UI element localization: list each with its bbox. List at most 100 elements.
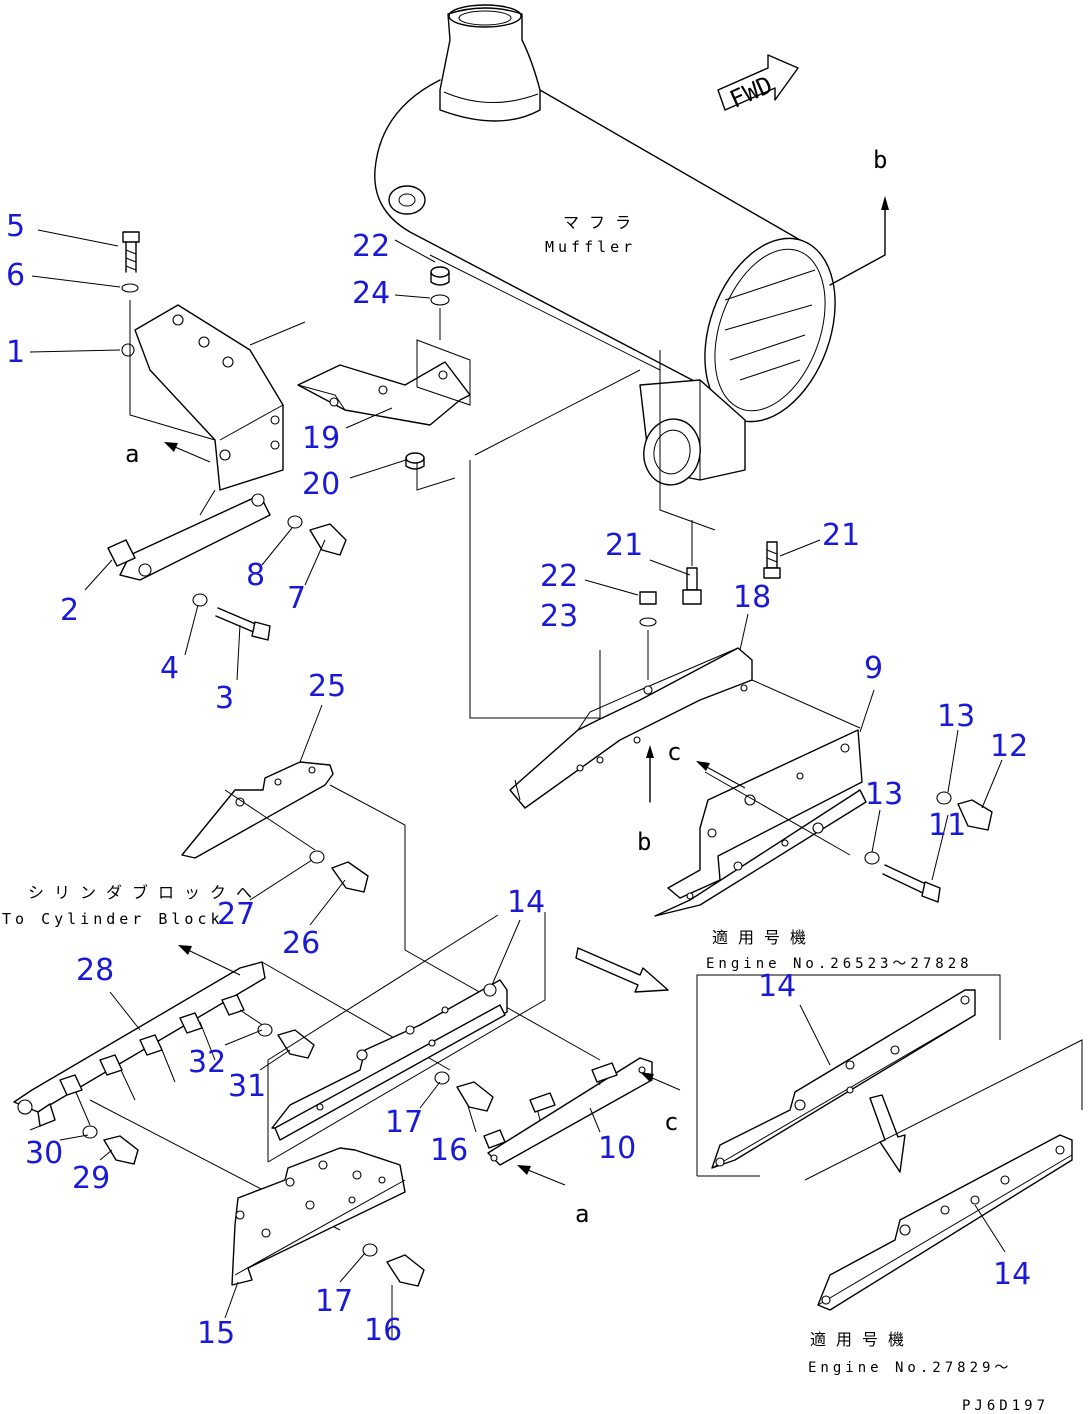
callout-13-lower: 13: [865, 777, 903, 812]
view-arrow-c-upper: [696, 761, 746, 789]
washer-13-lower: [864, 851, 880, 865]
callout-8: 8: [246, 558, 265, 593]
callout-30: 30: [25, 1136, 63, 1171]
callout-24: 24: [352, 276, 390, 311]
callout-1: 1: [6, 335, 25, 370]
callout-5: 5: [6, 209, 25, 244]
drawing-code: PJ6D197: [962, 1398, 1049, 1414]
callout-29: 29: [72, 1161, 110, 1196]
fwd-label: FWD: [726, 71, 777, 114]
callout-10: 10: [598, 1131, 636, 1166]
plate-part-15: [231, 1147, 406, 1286]
plate-part-19: [297, 339, 471, 491]
engine-range-2-en: Engine No.27829～: [808, 1360, 1012, 1376]
nut-22-top: [430, 266, 450, 286]
washer-24: [430, 294, 450, 306]
callout-20: 20: [302, 467, 340, 502]
washer-13-upper: [936, 791, 952, 805]
bolt-21-left: [682, 520, 702, 605]
bolt-5: [122, 231, 140, 273]
hollow-arrow-1: [575, 947, 669, 993]
view-arrow-a-left: [164, 442, 211, 463]
washer-17-upper: [434, 1071, 450, 1085]
bolt-7: [309, 523, 347, 556]
callout-14-main: 14: [507, 885, 545, 920]
bolt-12: [957, 799, 993, 831]
view-arrow-a-lower: [517, 1165, 566, 1186]
view-letter-a-left: a: [125, 440, 139, 468]
view-arrow-b-bottom: [646, 745, 654, 803]
bolt-26: [331, 861, 369, 893]
cyl-block-en: To Cylinder Block: [2, 910, 224, 928]
engine-range-1-jp: 適用号機: [712, 928, 816, 947]
callout-14-inset-2: 14: [993, 1257, 1031, 1292]
callout-13-upper: 13: [937, 699, 975, 734]
washer-8: [287, 515, 303, 529]
bolt-11: [882, 864, 941, 903]
muffler-en-label: Muffler: [545, 238, 636, 256]
callout-18: 18: [733, 580, 771, 615]
view-arrow-c-lower: [640, 1072, 681, 1091]
callout-14-inset-1: 14: [758, 969, 796, 1004]
callout-16-lower: 16: [364, 1313, 402, 1348]
callout-15: 15: [197, 1316, 235, 1351]
washer-32: [257, 1023, 273, 1037]
view-letter-c-lower: c: [664, 1108, 678, 1136]
callout-25: 25: [308, 669, 346, 704]
bracket-part-28: [13, 961, 451, 1231]
nut-22-mid: [639, 591, 657, 605]
view-letter-c-upper: c: [667, 738, 681, 766]
view-letter-b-bottom: b: [637, 828, 651, 856]
callout-21-left: 21: [605, 528, 643, 563]
callout-28: 28: [76, 953, 114, 988]
callout-9: 9: [864, 651, 883, 686]
callout-17-lower: 17: [315, 1284, 353, 1319]
callout-27: 27: [217, 897, 255, 932]
plate-part-14-main: [267, 912, 546, 1163]
bracket-part-18: [469, 460, 753, 809]
washer-17-lower: [362, 1243, 378, 1257]
bolt-21-right: [763, 541, 781, 579]
callout-23: 23: [540, 599, 578, 634]
bolt-16-lower: [386, 1254, 425, 1340]
engine-range-1-en: Engine No.26523～27828: [706, 956, 973, 972]
view-letter-b-top: b: [873, 146, 887, 174]
nut-20: [405, 452, 425, 470]
callout-2: 2: [60, 593, 79, 628]
callout-17-upper: 17: [385, 1105, 423, 1140]
forward-direction-arrow: FWD: [717, 54, 799, 114]
bolt-16-upper: [456, 1081, 494, 1112]
callout-7: 7: [287, 581, 306, 616]
callout-32: 32: [188, 1045, 226, 1080]
callout-16-upper: 16: [430, 1133, 468, 1168]
view-letter-a-lower: a: [575, 1200, 589, 1228]
callout-22-top: 22: [352, 229, 390, 264]
callout-22-mid: 22: [540, 559, 578, 594]
callout-21-right: 21: [822, 518, 860, 553]
cyl-block-jp: シリンダブロックへ: [28, 883, 262, 902]
callout-3: 3: [215, 681, 234, 716]
callout-4: 4: [160, 651, 179, 686]
view-arrow-b-top: [829, 196, 889, 286]
callout-19: 19: [302, 421, 340, 456]
muffler-assembly: [374, 4, 836, 531]
guideline-18-9: [751, 679, 861, 729]
pin-part-2: [107, 539, 136, 567]
washer-27: [309, 850, 325, 864]
engine-range-2-jp: 適用号機: [810, 1330, 914, 1349]
bolt-29: [103, 1135, 139, 1165]
plate-part-9: [654, 729, 867, 917]
muffler-jp-label: マフラ: [563, 213, 641, 232]
callout-11: 11: [928, 808, 966, 843]
bracket-part-10: [483, 1057, 653, 1166]
washer-4: [192, 593, 208, 607]
callout-numbers: 5 6 1 2 4 3 8 7 22 24 19 20 21 21 22 23 …: [6, 209, 1031, 1351]
inset-engine-range-2: [804, 1039, 1083, 1311]
hollow-arrow-2: [869, 1094, 906, 1173]
washer-23: [639, 617, 657, 627]
bolt-3: [215, 607, 271, 641]
callout-26: 26: [282, 926, 320, 961]
bracket-part-1: [119, 300, 306, 581]
inset-engine-range-1: [696, 974, 1001, 1177]
